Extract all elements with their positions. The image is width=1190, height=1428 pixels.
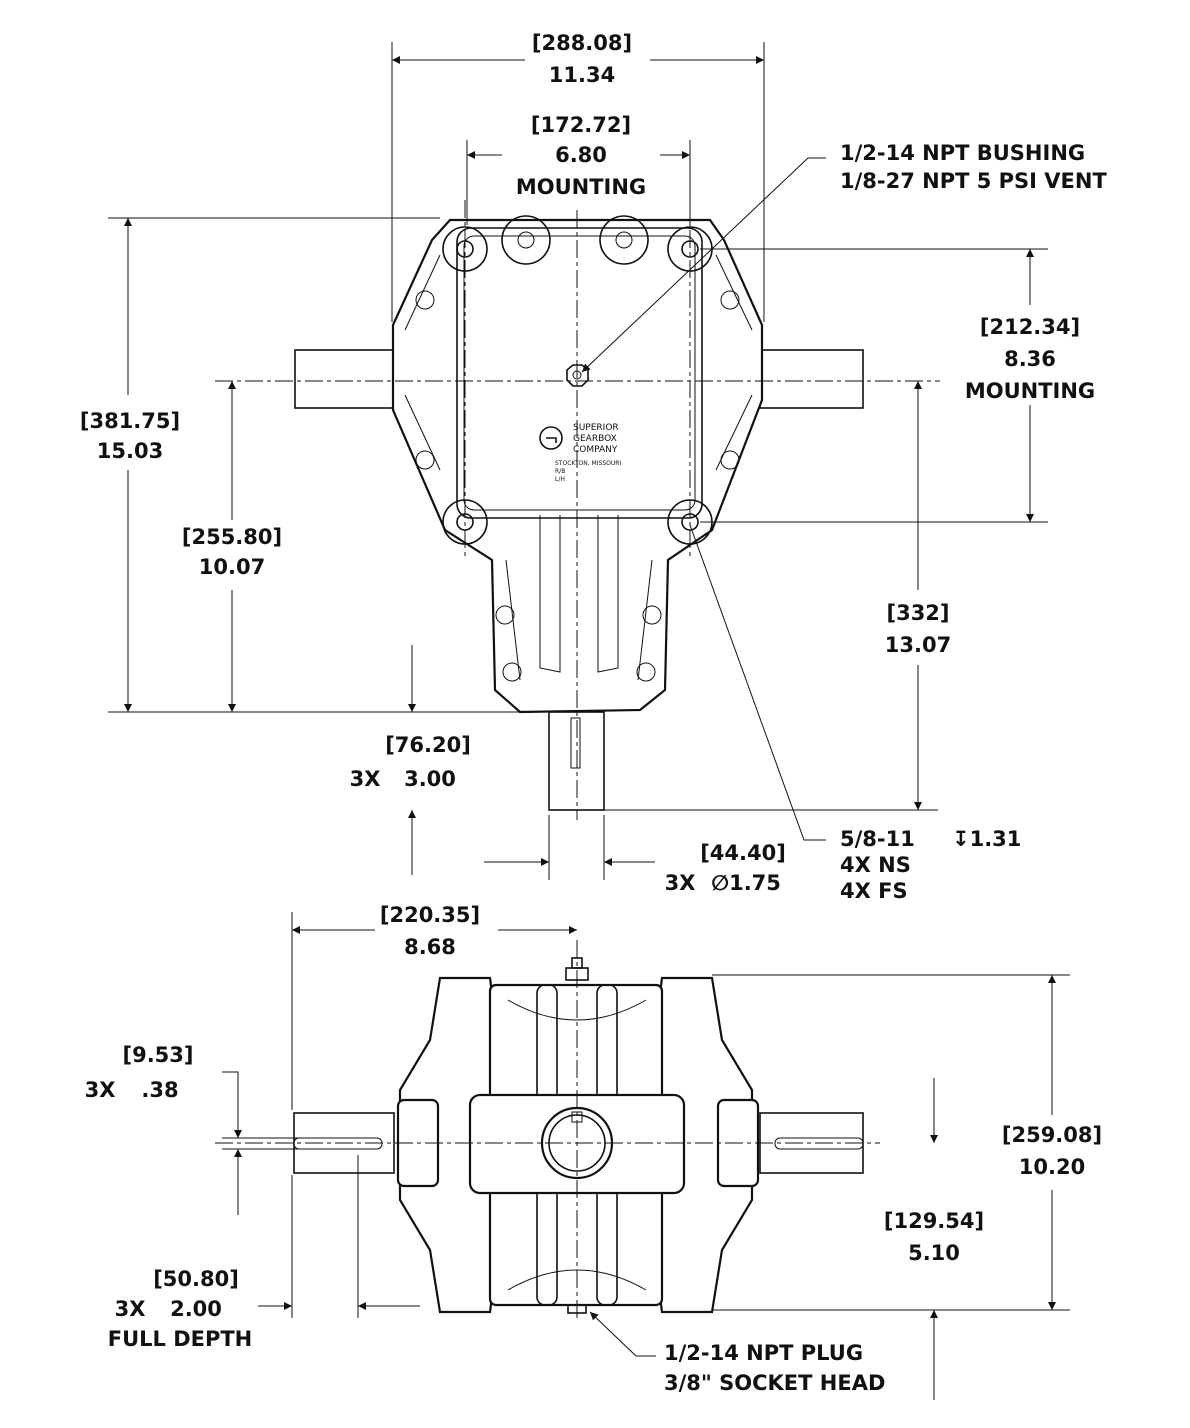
mounting-width-label: MOUNTING xyxy=(516,175,646,199)
front-dimensions: [288.08] 11.34 [172.72] 6.80 MOUNTING [3… xyxy=(80,31,1108,903)
key-width-metric: [9.53] xyxy=(122,1043,193,1067)
bolt-callout-line3: 4X FS xyxy=(840,879,908,903)
cover-plate xyxy=(456,227,703,519)
shaft-height-metric: [332] xyxy=(886,601,949,625)
side-half-width-imperial: 8.68 xyxy=(404,935,456,959)
mounting-height-imperial: 8.36 xyxy=(1004,347,1056,371)
key-width-qty: 3X xyxy=(85,1078,116,1102)
overall-height-imperial: 15.03 xyxy=(97,439,163,463)
right-shaft xyxy=(759,349,864,409)
side-half-height-metric: [129.54] xyxy=(884,1209,984,1233)
side-view xyxy=(215,940,880,1320)
bushing-callout-line2: 1/8-27 NPT 5 PSI VENT xyxy=(840,169,1107,193)
shaft-length-imperial: 3.00 xyxy=(404,767,456,791)
bolt-callout-depth: ↧1.31 xyxy=(952,827,1021,851)
mounting-width-metric: [172.72] xyxy=(531,113,631,137)
key-length-imperial: 2.00 xyxy=(170,1297,222,1321)
shaft-length-qty: 3X xyxy=(350,767,381,791)
bolt-callout-line2: 4X NS xyxy=(840,853,911,877)
company-logo: SUPERIOR GEARBOX COMPANY STOCKTON, MISSO… xyxy=(539,423,621,483)
logo-line5: R/B xyxy=(555,468,565,475)
input-height-imperial: 10.07 xyxy=(199,555,265,579)
key-length-note: FULL DEPTH xyxy=(108,1327,253,1351)
plug-callout-line1: 1/2-14 NPT PLUG xyxy=(664,1341,863,1365)
key-length-qty: 3X xyxy=(115,1297,146,1321)
side-height-imperial: 10.20 xyxy=(1019,1155,1085,1179)
bushing-callout-line1: 1/2-14 NPT BUSHING xyxy=(840,141,1085,165)
shaft-diameter-imperial: ∅1.75 xyxy=(711,871,781,895)
logo-line3: COMPANY xyxy=(573,445,618,455)
bolt-callout-line1: 5/8-11 xyxy=(840,827,915,851)
overall-width-metric: [288.08] xyxy=(532,31,632,55)
top-bosses xyxy=(501,215,649,265)
front-view: SUPERIOR GEARBOX COMPANY STOCKTON, MISSO… xyxy=(215,200,940,820)
side-half-height-imperial: 5.10 xyxy=(908,1241,960,1265)
side-dimensions: [220.35] 8.68 [9.53] 3X .38 [50.80] 3X 2… xyxy=(85,903,1102,1400)
shaft-height-imperial: 13.07 xyxy=(885,633,951,657)
plug-callout-line2: 3/8" SOCKET HEAD xyxy=(664,1371,885,1395)
key-length-metric: [50.80] xyxy=(153,1267,239,1291)
overall-height-metric: [381.75] xyxy=(80,409,180,433)
shaft-length-metric: [76.20] xyxy=(385,733,471,757)
input-height-metric: [255.80] xyxy=(182,525,282,549)
vent-fitting xyxy=(566,364,589,387)
side-height-metric: [259.08] xyxy=(1002,1123,1102,1147)
logo-line4: STOCKTON, MISSOURI xyxy=(555,460,621,467)
left-shaft xyxy=(294,349,396,409)
key-width-imperial: .38 xyxy=(141,1078,178,1102)
shaft-diameter-metric: [44.40] xyxy=(700,841,786,865)
mounting-height-label: MOUNTING xyxy=(965,379,1095,403)
mounting-height-metric: [212.34] xyxy=(980,315,1080,339)
logo-line1: SUPERIOR xyxy=(573,423,619,433)
mounting-width-imperial: 6.80 xyxy=(555,143,607,167)
side-half-width-metric: [220.35] xyxy=(380,903,480,927)
logo-line6: L/H xyxy=(555,476,565,483)
logo-line2: GEARBOX xyxy=(573,434,617,444)
shaft-diameter-qty: 3X xyxy=(665,871,696,895)
overall-width-imperial: 11.34 xyxy=(549,63,615,87)
